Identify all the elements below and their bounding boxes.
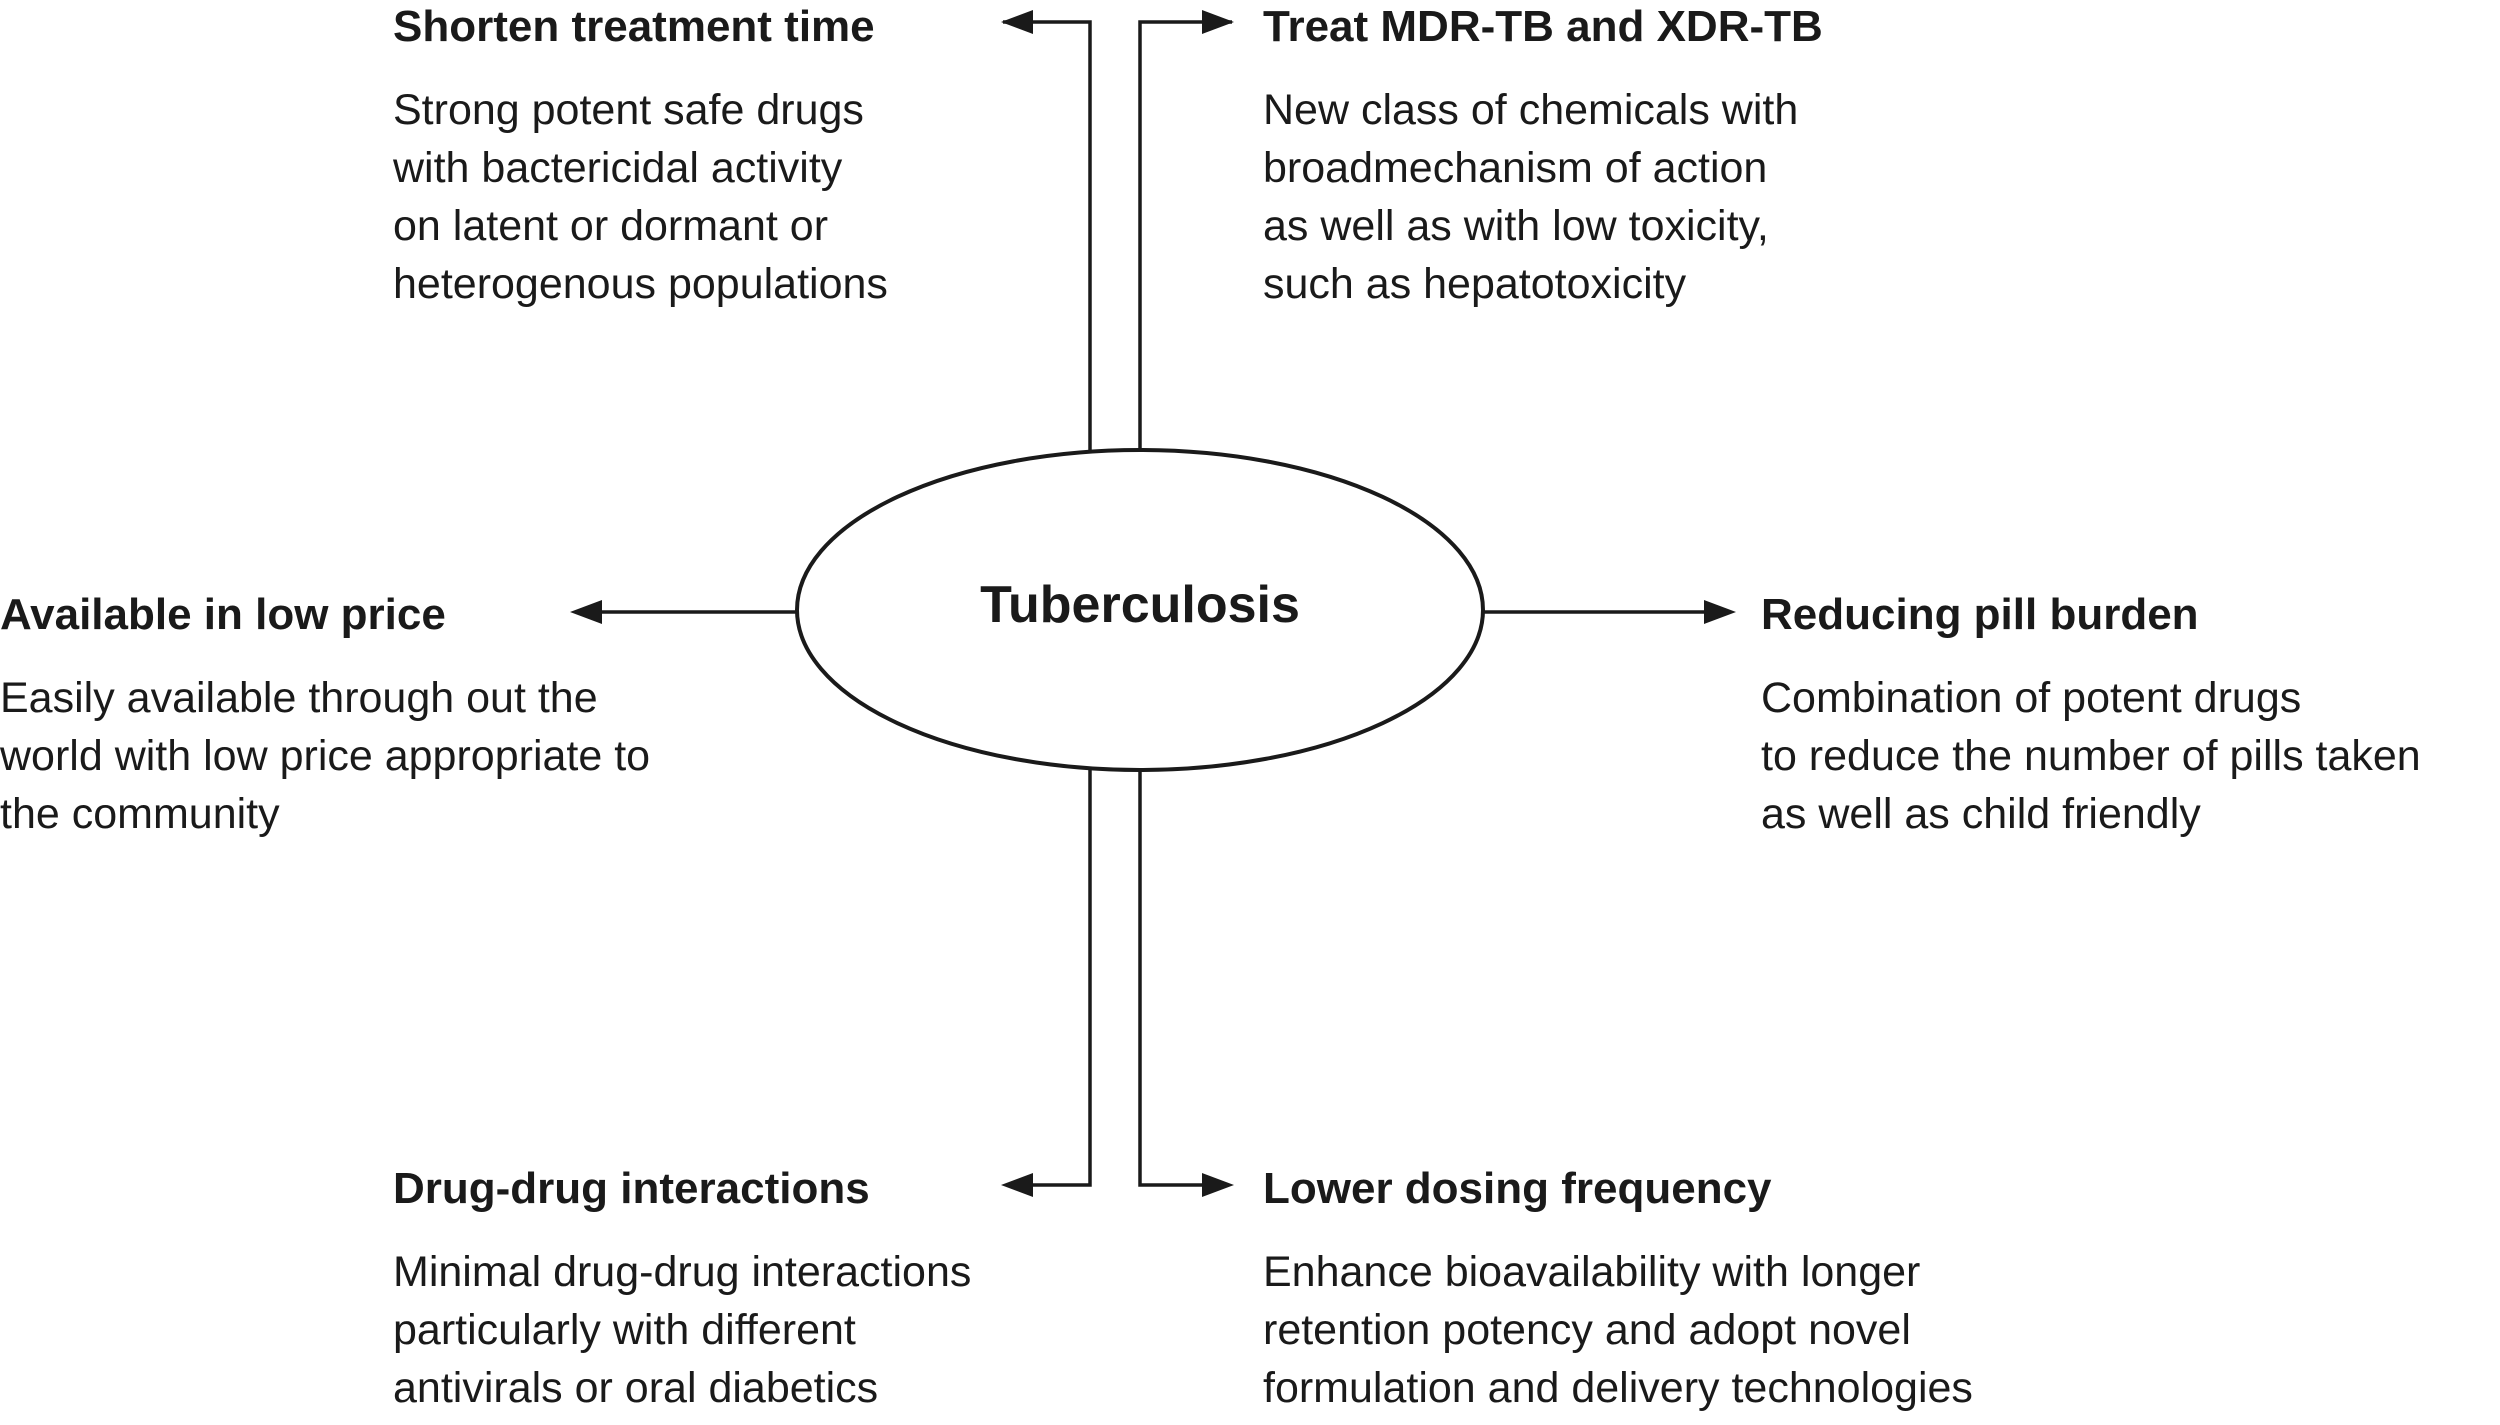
block-heading: Drug-drug interactions bbox=[393, 1164, 870, 1213]
block-line: heterogenous populations bbox=[393, 260, 888, 308]
block-body: Easily available through out the world w… bbox=[0, 669, 650, 843]
connector-drug-interactions bbox=[1001, 767, 1092, 1197]
block-line: New class of chemicals with bbox=[1263, 86, 1799, 134]
block-line: as well as with low toxicity, bbox=[1263, 202, 1769, 250]
center-label: Tuberculosis bbox=[980, 576, 1300, 634]
block-heading: Lower dosing frequency bbox=[1263, 1164, 1772, 1213]
connector-shorten-treatment-time bbox=[1001, 10, 1092, 453]
block-low-price: Available in low price Easily available … bbox=[0, 588, 650, 843]
block-line: Minimal drug-drug interactions bbox=[393, 1248, 972, 1296]
block-heading: Treat MDR-TB and XDR-TB bbox=[1263, 2, 1823, 51]
block-line: Easily available through out the bbox=[0, 674, 598, 722]
block-body: Strong potent safe drugs with bactericid… bbox=[393, 81, 888, 313]
connector-dosing-frequency bbox=[1138, 770, 1234, 1197]
block-line: antivirals or oral diabetics bbox=[393, 1364, 879, 1412]
block-line: Enhance bioavailability with longer bbox=[1263, 1248, 1921, 1296]
block-heading: Reducing pill burden bbox=[1761, 590, 2199, 639]
block-line: Combination of potent drugs bbox=[1761, 674, 2302, 722]
block-line: on latent or dormant or bbox=[393, 202, 829, 250]
block-body: New class of chemicals with broadmechani… bbox=[1263, 81, 1823, 313]
block-body: Combination of potent drugs to reduce th… bbox=[1761, 669, 2421, 843]
connector-pill-burden bbox=[1483, 600, 1736, 624]
block-line: to reduce the number of pills taken bbox=[1761, 732, 2421, 780]
block-line: Strong potent safe drugs bbox=[393, 86, 864, 134]
block-treat-mdr-xdr: Treat MDR-TB and XDR-TB New class of che… bbox=[1263, 0, 1823, 313]
block-dosing-frequency: Lower dosing frequency Enhance bioavaila… bbox=[1263, 1162, 1973, 1417]
block-drug-interactions: Drug-drug interactions Minimal drug-drug… bbox=[393, 1162, 971, 1417]
connector-treat-mdr-xdr bbox=[1138, 10, 1234, 450]
block-line: broadmechanism of action bbox=[1263, 144, 1768, 192]
block-line: retention potency and adopt novel bbox=[1263, 1306, 1911, 1354]
block-line: such as hepatotoxicity bbox=[1263, 260, 1687, 308]
block-line: as well as child friendly bbox=[1761, 790, 2201, 838]
connector-low-price bbox=[570, 600, 797, 624]
block-heading: Shorten treatment time bbox=[393, 2, 875, 51]
block-line: with bactericidal activity bbox=[393, 144, 843, 192]
block-line: the community bbox=[0, 790, 280, 838]
block-line: world with low price appropriate to bbox=[0, 732, 651, 780]
block-shorten-treatment-time: Shorten treatment time Strong potent saf… bbox=[393, 0, 888, 313]
block-line: formulation and delivery technologies bbox=[1263, 1364, 1973, 1412]
block-line: particularly with different bbox=[393, 1306, 856, 1354]
block-pill-burden: Reducing pill burden Combination of pote… bbox=[1761, 588, 2421, 843]
block-body: Minimal drug-drug interactions particula… bbox=[393, 1243, 971, 1417]
block-heading: Available in low price bbox=[0, 590, 446, 639]
block-body: Enhance bioavailability with longer rete… bbox=[1263, 1243, 1973, 1417]
